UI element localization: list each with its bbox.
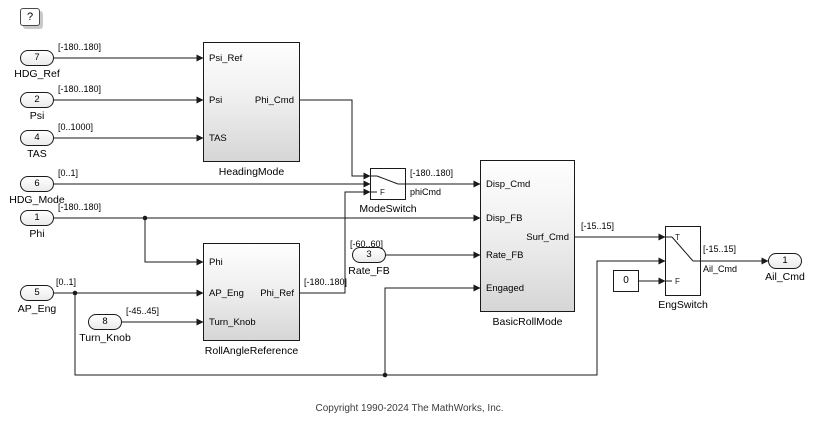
port-label-phi-ref-out: Phi_Ref — [260, 288, 294, 299]
branch-dot — [72, 290, 78, 296]
port-label-engaged: Engaged — [486, 283, 525, 294]
turn-knob-range-label: [-45..45] — [126, 306, 160, 316]
phi-range-label: [-180..180] — [58, 202, 102, 212]
switch-true-label: T — [675, 233, 680, 242]
eng-switch-name: EngSwitch — [658, 299, 708, 311]
help-button[interactable]: ? — [20, 8, 40, 26]
ail-cmd-signal-name[interactable]: Ail_Cmd — [703, 264, 738, 274]
inport-hdg-ref-label: HDG_Ref — [14, 68, 60, 80]
inport-hdg-mode-label: HDG_Mode — [9, 194, 65, 206]
inport-turn-knob[interactable]: 8 — [88, 314, 122, 330]
port-label-turn-knob-in: Turn_Knob — [209, 317, 256, 328]
tas-range-label: [0..1000] — [58, 122, 94, 132]
eng-switch-block[interactable]: T F — [665, 226, 701, 296]
mode-switch-name: ModeSwitch — [359, 203, 417, 215]
inport-hdg-ref[interactable]: 7 — [20, 50, 54, 66]
ap-eng-range-label: [0..1] — [56, 277, 77, 287]
heading-mode-name: HeadingMode — [218, 166, 285, 178]
mode-switch-out-range-label: [-180..180] — [410, 168, 454, 178]
wire-phiref-to-modeswitch[interactable] — [300, 188, 371, 294]
copyright-annotation: Copyright 1990-2024 The MathWorks, Inc. — [315, 403, 504, 414]
outport-ail-cmd[interactable]: 1 — [768, 253, 802, 269]
branch-dot — [382, 372, 388, 378]
hdg-mode-range-label: [0..1] — [58, 168, 79, 178]
phicmd-signal-name[interactable]: phiCmd — [410, 187, 442, 197]
port-label-tas: TAS — [209, 133, 227, 144]
hdg-ref-range-label: [-180..180] — [58, 42, 102, 52]
psi-range-label: [-180..180] — [58, 84, 102, 94]
switch-false-label: F — [380, 188, 385, 197]
switch-glyph: F — [371, 175, 405, 197]
roll-angle-reference-name: RollAngleReference — [204, 345, 299, 357]
inport-tas[interactable]: 4 — [20, 130, 54, 146]
inport-psi[interactable]: 2 — [20, 92, 54, 108]
inport-phi[interactable]: 1 — [20, 210, 54, 226]
inport-phi-label: Phi — [29, 228, 45, 240]
port-label-rate-fb: Rate_FB — [486, 250, 524, 261]
wire-apeng-branch-to-engaged[interactable] — [384, 284, 481, 375]
inport-psi-label: Psi — [29, 110, 45, 122]
port-label-psi: Psi — [209, 95, 223, 106]
switch-glyph: T F — [666, 233, 700, 286]
inport-ap-eng-label: AP_Eng — [17, 303, 57, 315]
wire-apeng-branch-to-engswitch[interactable] — [74, 257, 666, 376]
constant-zero-block[interactable]: 0 — [613, 270, 639, 292]
branch-dot — [142, 215, 148, 221]
basic-roll-mode-block[interactable]: Disp_Cmd Disp_FB Rate_FB Engaged Surf_Cm… — [480, 160, 575, 312]
rate-fb-range-label: [-60..60] — [350, 239, 384, 249]
port-label-phi-in: Phi — [209, 257, 223, 268]
inport-rate-fb-label: Rate_FB — [348, 265, 390, 277]
surf-cmd-range-label: [-15..15] — [581, 221, 615, 231]
mode-switch-block[interactable]: F — [370, 168, 406, 200]
basic-roll-mode-name: BasicRollMode — [492, 316, 563, 328]
ail-cmd-range-label: [-15..15] — [703, 244, 737, 254]
port-label-disp-cmd: Disp_Cmd — [486, 179, 531, 190]
phi-ref-range-label: [-180..180] — [304, 277, 348, 287]
port-label-ap-eng-in: AP_Eng — [209, 288, 244, 299]
inport-tas-label: TAS — [27, 148, 47, 160]
heading-mode-block[interactable]: Psi_Ref Psi TAS Phi_Cmd — [203, 42, 300, 162]
switch-false-label: F — [675, 277, 680, 286]
port-label-psi-ref: Psi_Ref — [209, 53, 243, 64]
inport-ap-eng[interactable]: 5 — [20, 285, 54, 301]
port-label-disp-fb: Disp_FB — [486, 213, 523, 224]
outport-ail-cmd-label: Ail_Cmd — [765, 271, 805, 283]
port-label-surf-cmd: Surf_Cmd — [526, 232, 569, 243]
inport-turn-knob-label: Turn_Knob — [79, 332, 131, 344]
port-label-phi-cmd: Phi_Cmd — [254, 95, 294, 106]
inport-hdg-mode[interactable]: 6 — [20, 176, 54, 192]
roll-angle-reference-block[interactable]: Phi AP_Eng Turn_Knob Phi_Ref — [203, 243, 300, 341]
inport-rate-fb[interactable]: 3 — [352, 247, 386, 263]
wire-phicmd-to-modeswitch[interactable] — [300, 99, 371, 180]
wire-phi-branch-to-rollangleref[interactable] — [144, 218, 204, 266]
